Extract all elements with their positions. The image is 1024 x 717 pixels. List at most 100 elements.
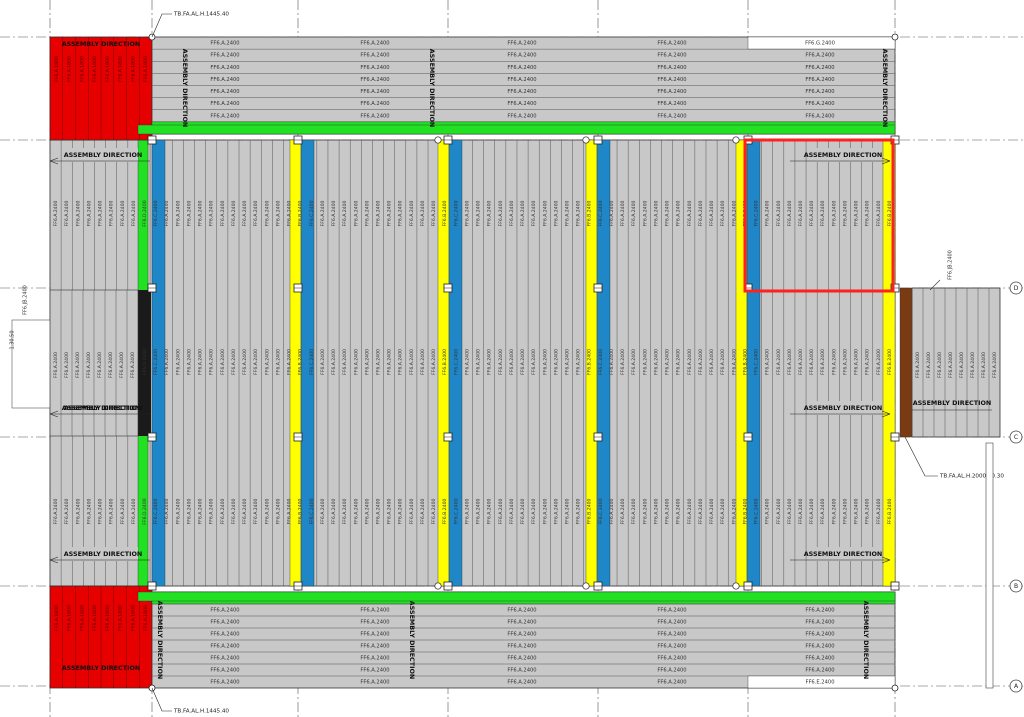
grid-row-bubble — [1009, 579, 1023, 593]
panel-code: FF6.A.2400 — [331, 349, 337, 375]
panel-code: FF6.A.2400 — [776, 349, 782, 375]
annotations: ASSEMBLY DIRECTION ASSEMBLY DIRECTION ASSE… — [10, 12, 1005, 715]
panel-code: FF6.A.2400 — [805, 53, 834, 59]
panel-code: FF6.A.2400 — [507, 644, 536, 650]
panel-code: FF6.A.2400 — [97, 352, 103, 378]
panel-code: FF6.A.2400 — [98, 498, 104, 524]
black-beam — [138, 290, 151, 436]
panel-code: FF6.A.1800 — [118, 605, 124, 631]
panel-code: FF6.A.2400 — [854, 200, 860, 226]
panel-code: FF6.B.2400 — [887, 349, 893, 375]
panel-code: FF6.A.2400 — [631, 200, 637, 226]
panel-code: FF6.A.2400 — [657, 113, 686, 119]
panel-code: FF6.A.2400 — [387, 200, 393, 226]
panel-code: FF6.A.2400 — [865, 498, 871, 524]
panel-code: FF6.A.2400 — [275, 349, 281, 375]
panel-code: FF6.A.2400 — [657, 644, 686, 650]
panel-code: FF6.A.2400 — [164, 200, 170, 226]
panel-code: FF6.A.2400 — [687, 349, 693, 375]
panel-code: FF6.A.2400 — [805, 668, 834, 674]
grid-row-bubble — [1009, 679, 1023, 693]
panel-code: FF6.A.2400 — [231, 498, 237, 524]
grid-row-label: B — [1014, 583, 1018, 590]
panel-code: FF6.A.2400 — [275, 200, 281, 226]
panel-code: FF6.C.2400 — [598, 349, 604, 375]
panel-code: FF6.A.2400 — [787, 498, 793, 524]
assembly-arrow-head — [49, 556, 59, 564]
top-right-blank-panel — [747, 36, 896, 50]
panel-code: FF6.A.2400 — [576, 200, 582, 226]
panel-code: FF6.A.2400 — [631, 498, 637, 524]
panel-code: FF6.A.2400 — [531, 498, 537, 524]
panel-code: FF6.A.2400 — [765, 200, 771, 226]
panel-code: FF6.A.2400 — [264, 200, 270, 226]
tb-top-callout: TB.FA.AL.H.1445.40 — [173, 12, 229, 18]
panel-code: FF6.C.2400 — [754, 200, 760, 226]
panel-code: FF6.A.2400 — [360, 608, 389, 614]
panel-code: FF6.C.2400 — [453, 349, 459, 375]
panel-code: FF6.A.2400 — [926, 352, 932, 378]
panel-code: FF6.A.2400 — [820, 200, 826, 226]
assembly-direction-label: ASSEMBLY DIRECTION — [64, 404, 143, 412]
panel-code: FF6.A.2400 — [653, 200, 659, 226]
panel-code: FF6.A.2400 — [731, 498, 737, 524]
panel-code: FF6.A.2400 — [210, 680, 239, 686]
panel-code: FF6.A.2400 — [676, 200, 682, 226]
panel-code: FF6.A.2400 — [360, 89, 389, 95]
bottom-horizontal-zone: FF6.D.2400FF6.D.2400FF6.D.2400FF6.D.2400… — [137, 591, 896, 689]
panel-code: FF6.A.2400 — [431, 349, 437, 375]
panel-code: FF6.A.2400 — [487, 349, 493, 375]
panel-code: FF6.A.2400 — [198, 200, 204, 226]
grid-row-bubble — [1009, 281, 1023, 295]
panel-code: FF6.A.2400 — [364, 200, 370, 226]
panel-code: FF6.A.2400 — [108, 352, 114, 378]
panel-code: FF6.A.2400 — [676, 498, 682, 524]
panel-code: FF6.A.2400 — [657, 77, 686, 83]
panel-code: FF6.A.2400 — [787, 349, 793, 375]
panel-code: FF6.A.2400 — [220, 498, 226, 524]
panel-code: FF6.A.2400 — [507, 113, 536, 119]
panel-code: FF6.A.2400 — [520, 498, 526, 524]
assembly-label-backing — [68, 547, 138, 561]
column-node — [582, 582, 590, 590]
panel-code: FF6.A.1800 — [118, 56, 124, 82]
panel-code: FF6.A.2400 — [507, 656, 536, 662]
panel-code: FF6.A.2400 — [805, 620, 834, 626]
panel-code: FF6.A.1800 — [130, 605, 136, 631]
panel-code: FF6.A.2400 — [805, 632, 834, 638]
panel-code: FF6.A.2400 — [287, 200, 293, 226]
panel-code: FF6.A.2400 — [75, 498, 81, 524]
panel-code: FF6.A.2400 — [831, 498, 837, 524]
panel-code: FF6.A.2400 — [53, 498, 59, 524]
column-node — [434, 136, 442, 144]
assembly-arrow-head — [881, 157, 891, 165]
tb-bottom-callout: TB.FA.AL.H.1445.40 — [173, 709, 229, 715]
panel-code: FF6.C.2400 — [754, 498, 760, 524]
panel-code: FF6.A.2400 — [657, 668, 686, 674]
panel-code: FF6.A.2400 — [209, 498, 215, 524]
assembly-label-backing — [808, 401, 878, 415]
panel-code: FF6.A.2400 — [476, 200, 482, 226]
panel-code: FF6.A.2400 — [320, 349, 326, 375]
panel-code: FF6.A.2400 — [53, 200, 59, 226]
panel-code: FF6.A.1800 — [67, 56, 73, 82]
panel-code: FF6.A.2400 — [498, 498, 504, 524]
panel-code: FF6.A.2400 — [620, 498, 626, 524]
panel-code: FF6.A.2400 — [398, 498, 404, 524]
panel-code: FF6.B.2400 — [587, 349, 593, 375]
panel-code: FF6.A.2400 — [342, 200, 348, 226]
vertical-panel-zone: FF6.A.2400FF6.A.2400FF6.A.2400FF6.A.2400… — [49, 36, 896, 689]
assembly-direction-label: ASSEMBLY DIRECTION — [804, 151, 883, 159]
panel-code: FF6.A.2400 — [507, 608, 536, 614]
panel-code: FF6.A.2400 — [657, 53, 686, 59]
panel-code: FF6.A.2400 — [320, 200, 326, 226]
panel-code: FF6.B.2400 — [298, 349, 304, 375]
assembly-direction-label: ASSEMBLY DIRECTION — [62, 664, 141, 672]
assembly-arrow-head — [49, 157, 59, 165]
panel-code: FF6.A.2400 — [360, 644, 389, 650]
panel-code: FF6.A.2400 — [509, 498, 515, 524]
panel-code: FF6.A.2400 — [787, 200, 793, 226]
panel-code: FF6.A.1800 — [92, 56, 98, 82]
panel-code: FF6.A.2400 — [507, 632, 536, 638]
